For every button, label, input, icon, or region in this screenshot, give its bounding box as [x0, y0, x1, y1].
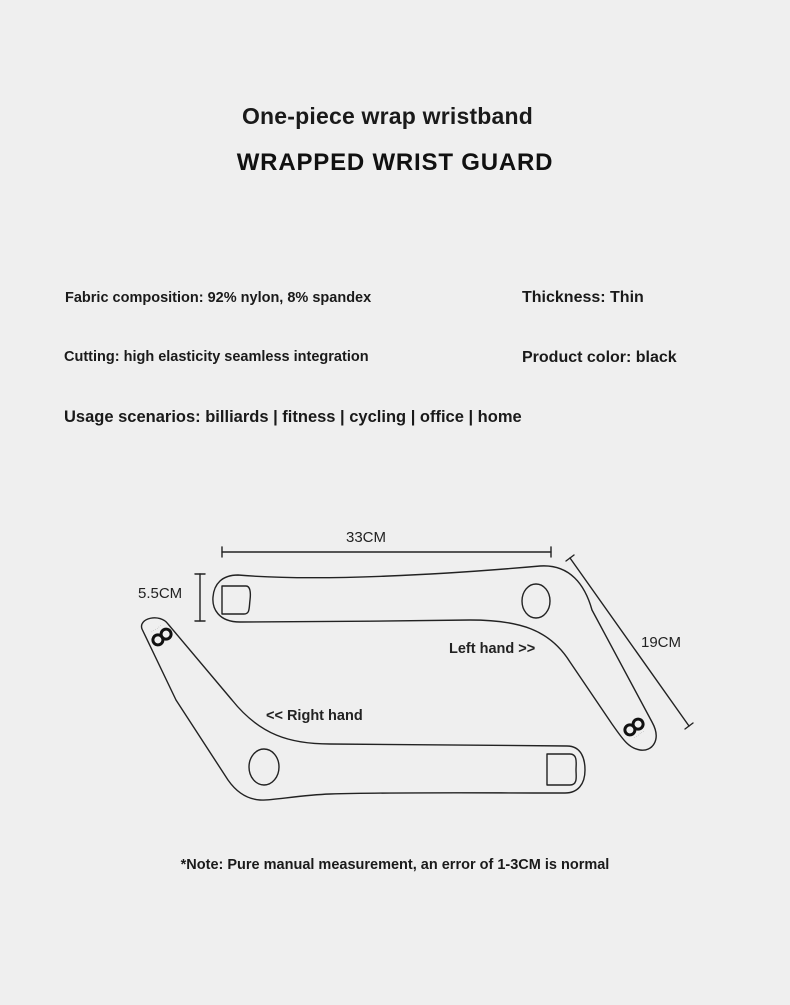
svg-text:· · · · · ·: · · · · · ·	[633, 729, 645, 739]
page-title: One-piece wrap wristband	[241, 103, 534, 129]
right-hand-label: << Right hand	[266, 708, 363, 724]
left-hand-band	[212, 565, 657, 751]
svg-text:· · · · · ·: · · · · · ·	[150, 624, 162, 634]
infinity-logo-icon: · · · · · ·	[150, 624, 173, 647]
spec-thickness: Thickness: Thin	[522, 289, 644, 306]
height-dimension-line	[565, 554, 694, 730]
left-hand-label: Left hand >>	[449, 641, 536, 657]
infinity-logo-icon: · · · · · ·	[623, 717, 645, 739]
left-band-finger-hole	[521, 583, 551, 619]
right-band-thumb-hole	[546, 753, 577, 786]
spec-color: Product color: black	[522, 349, 677, 366]
length-label: 33CM	[346, 529, 387, 546]
height-label: 19CM	[641, 634, 682, 651]
width-label: 5.5CM	[138, 585, 183, 602]
right-band-finger-hole	[248, 748, 280, 786]
spec-cutting: Cutting: high elasticity seamless integr…	[64, 349, 369, 365]
width-dimension-line	[194, 573, 206, 622]
measurement-note: *Note: Pure manual measurement, an error…	[180, 857, 610, 873]
page-subtitle: WRAPPED WRIST GUARD	[236, 149, 554, 176]
left-band-thumb-hole	[221, 585, 252, 615]
spec-fabric: Fabric composition: 92% nylon, 8% spande…	[65, 290, 372, 306]
right-hand-band	[140, 617, 586, 801]
length-dimension-line	[221, 546, 552, 558]
spec-usage: Usage scenarios: billiards | fitness | c…	[64, 408, 522, 426]
